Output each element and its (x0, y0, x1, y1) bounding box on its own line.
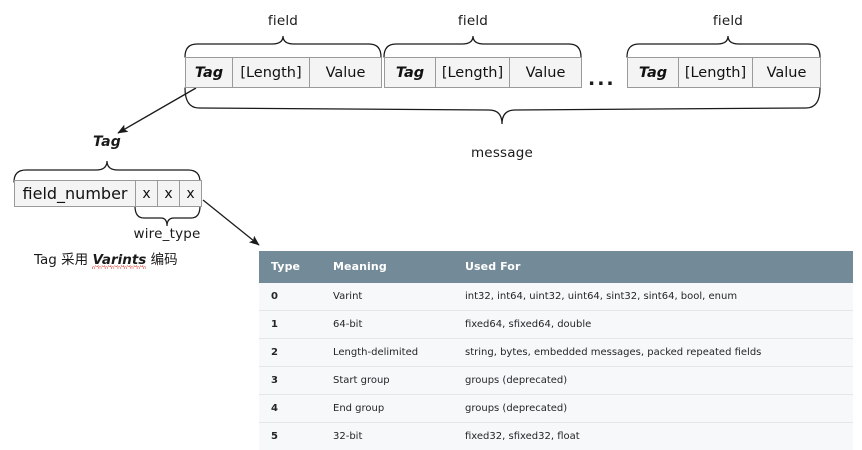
cell-wiretype-bit-1: x (135, 180, 158, 207)
wire-type-label: wire_type (133, 226, 200, 242)
cell-wiretype-bit-2: x (157, 180, 180, 207)
cell-used-for: fixed32, sfixed32, float (453, 423, 853, 450)
table-header-row: Type Meaning Used For (259, 251, 853, 283)
field-label-2: field (458, 13, 488, 29)
cell-tag-1: Tag (185, 57, 233, 88)
varints-note-cn-before: 采用 (61, 252, 88, 268)
field-label-3: field (713, 13, 743, 29)
table-row: 1 64-bit fixed64, sfixed64, double (259, 311, 853, 339)
diagram-canvas: field field field Tag [Length] Value Tag… (0, 0, 862, 435)
cell-value-2: Value (509, 57, 582, 88)
cell-type: 4 (259, 395, 321, 423)
cell-length-1: [Length] (232, 57, 310, 88)
cell-used-for: int32, int64, uint32, uint64, sint32, si… (453, 283, 853, 311)
cell-used-for: fixed64, sfixed64, double (453, 311, 853, 339)
message-label: message (471, 145, 533, 161)
brace-field-3 (627, 36, 820, 57)
column-header-type: Type (259, 251, 321, 283)
cell-meaning: Varint (321, 283, 453, 311)
cell-type: 2 (259, 339, 321, 367)
cell-meaning: Start group (321, 367, 453, 395)
cell-used-for: groups (deprecated) (453, 395, 853, 423)
brace-field-1 (185, 36, 381, 57)
varints-note-cn-after: 编码 (151, 252, 178, 268)
tag-detail-label: Tag (93, 134, 121, 150)
cell-value-3: Value (752, 57, 821, 88)
arrow-tag-callout (118, 88, 196, 133)
arrow-wiretype-to-table (203, 200, 259, 245)
cell-meaning: End group (321, 395, 453, 423)
column-header-used-for: Used For (453, 251, 853, 283)
cell-used-for: string, bytes, embedded messages, packed… (453, 339, 853, 367)
cell-wiretype-bit-3: x (179, 180, 202, 207)
cell-meaning: 32-bit (321, 423, 453, 450)
table-row: 4 End group groups (deprecated) (259, 395, 853, 423)
wire-type-table: Type Meaning Used For 0 Varint int32, in… (259, 251, 853, 450)
cell-meaning: Length-delimited (321, 339, 453, 367)
varints-note: Tag 采用 Varints 编码 (34, 248, 178, 268)
table-row: 2 Length-delimited string, bytes, embedd… (259, 339, 853, 367)
brace-field-2 (384, 36, 581, 57)
cell-type: 5 (259, 423, 321, 450)
table-row: 5 32-bit fixed32, sfixed32, float (259, 423, 853, 450)
column-header-meaning: Meaning (321, 251, 453, 283)
ellipsis: ... (588, 70, 616, 89)
brace-wire-type (135, 206, 200, 226)
cell-length-2: [Length] (435, 57, 510, 88)
cell-meaning: 64-bit (321, 311, 453, 339)
brace-tag-detail (14, 161, 200, 182)
field-label-1: field (268, 13, 298, 29)
cell-field-number: field_number (14, 180, 136, 207)
table-row: 3 Start group groups (deprecated) (259, 367, 853, 395)
cell-tag-3: Tag (627, 57, 679, 88)
cell-type: 3 (259, 367, 321, 395)
varints-note-prefix: Tag (34, 252, 61, 268)
cell-type: 1 (259, 311, 321, 339)
cell-value-1: Value (309, 57, 382, 88)
cell-type: 0 (259, 283, 321, 311)
cell-length-3: [Length] (678, 57, 753, 88)
cell-tag-2: Tag (384, 57, 436, 88)
varints-note-emphasis: Varints (92, 252, 146, 269)
table-row: 0 Varint int32, int64, uint32, uint64, s… (259, 283, 853, 311)
cell-used-for: groups (deprecated) (453, 367, 853, 395)
brace-message (185, 88, 820, 124)
